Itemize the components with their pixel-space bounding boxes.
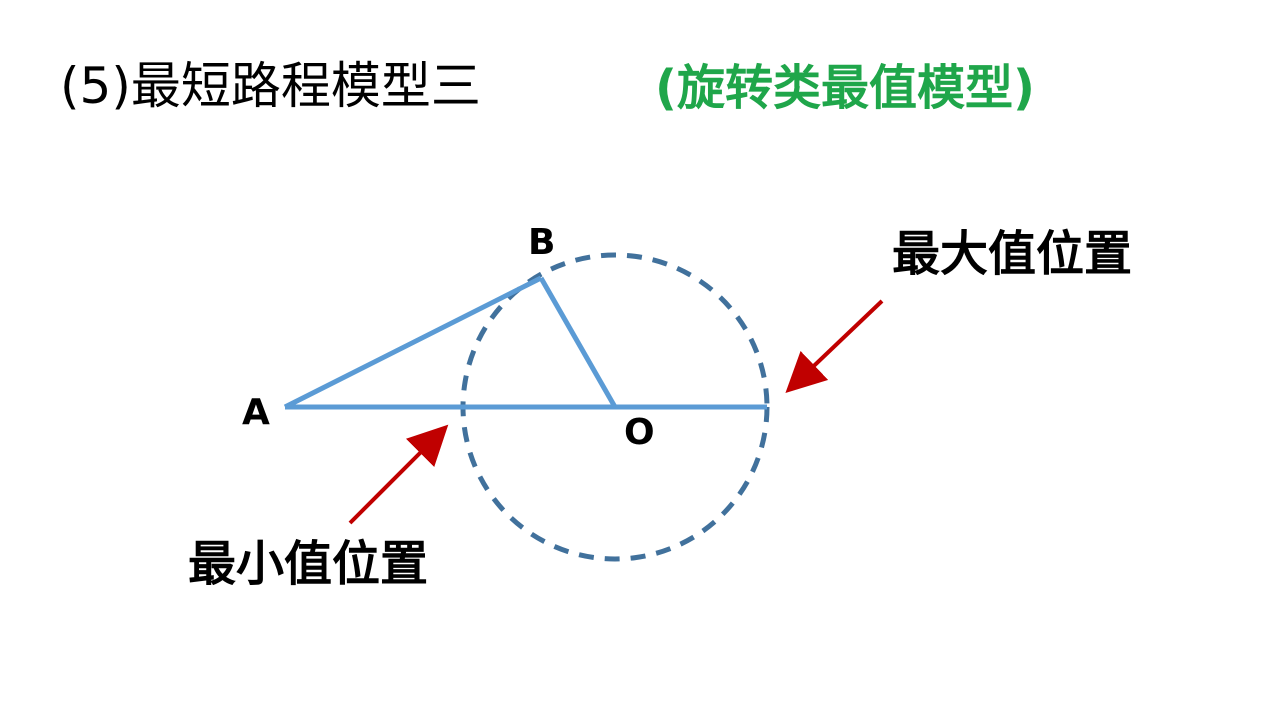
slide-title: (5)最短路程模型三	[60, 57, 481, 115]
point-label-b: B	[528, 222, 555, 263]
arrow-min-position	[348, 424, 449, 525]
segment-ab	[283, 275, 543, 410]
slide-subtitle: (旋转类最值模型)	[655, 60, 1035, 116]
point-label-o: O	[624, 412, 655, 453]
segment-bo	[538, 276, 618, 409]
arrow-max-position	[785, 299, 884, 394]
callout-max-position: 最大值位置	[892, 226, 1132, 282]
point-label-a: A	[242, 392, 270, 433]
callout-min-position: 最小值位置	[188, 536, 428, 592]
